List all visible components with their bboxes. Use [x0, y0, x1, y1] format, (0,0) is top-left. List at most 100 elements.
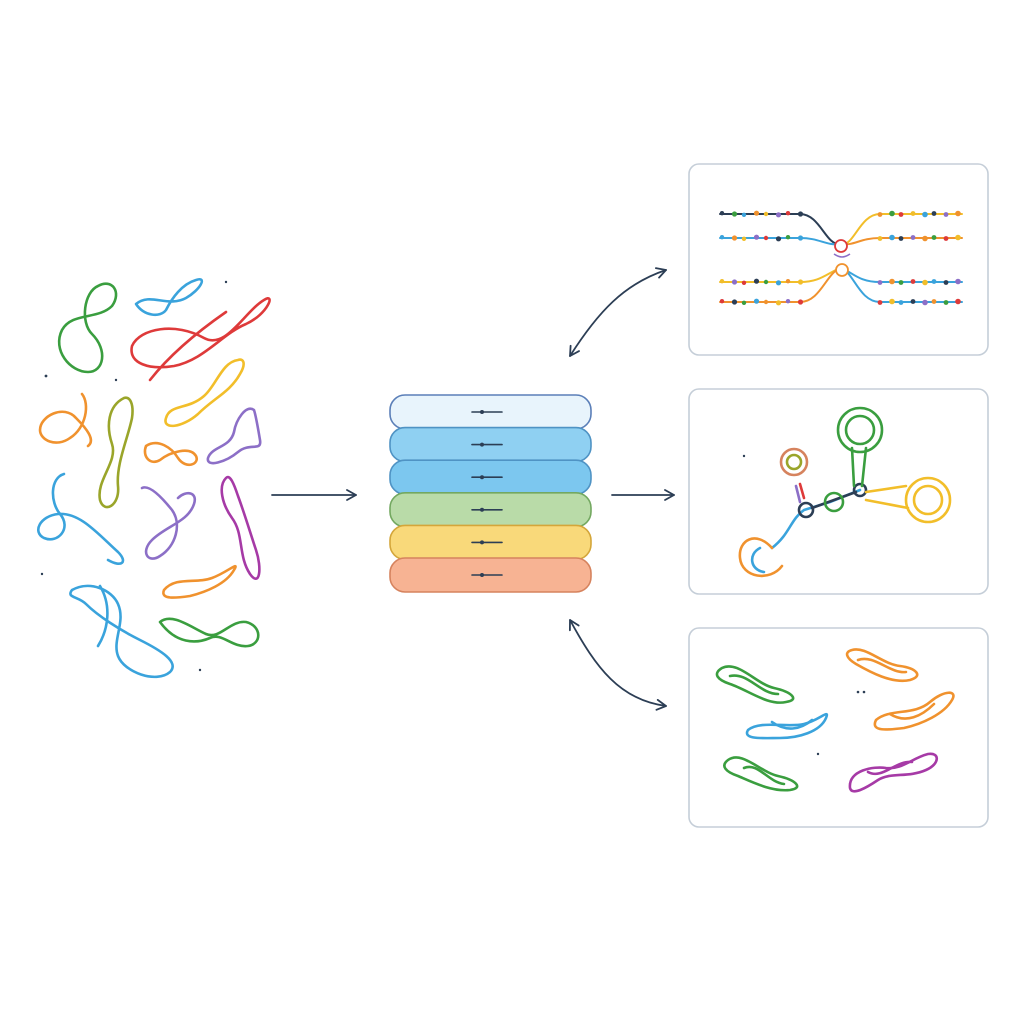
strand [130, 297, 271, 382]
strand [728, 674, 780, 696]
strand [134, 278, 204, 317]
sequence-residue [731, 299, 738, 305]
strand [98, 396, 134, 509]
stem [850, 446, 868, 488]
structure-loops-icon [738, 406, 952, 578]
strand [158, 617, 260, 648]
sequence-residue [785, 299, 791, 304]
strand [848, 752, 939, 793]
layer-node [480, 507, 484, 512]
hairpin-loop [844, 414, 876, 446]
sequence-residue [753, 278, 760, 284]
sequence-residue [931, 211, 937, 216]
sequence-residue [797, 279, 804, 285]
model-stack-icon [389, 394, 592, 593]
strand [715, 665, 795, 704]
output-arrow-bottom [568, 619, 667, 711]
output-arrow-top [569, 267, 667, 357]
strand [206, 407, 262, 465]
sequence-residue [898, 212, 904, 217]
folded-clusters-icon [715, 648, 955, 793]
sequence-residue [731, 235, 738, 241]
strand [745, 712, 829, 740]
strand [140, 486, 197, 560]
sequence-residue [719, 211, 725, 216]
sequence-residue [763, 299, 769, 305]
layer-node [480, 442, 484, 447]
sequence-residue [922, 211, 928, 218]
panel-frame [688, 388, 989, 595]
sequence-residue [741, 212, 747, 217]
stem [864, 484, 910, 510]
sequence-residue [910, 279, 916, 284]
strand [220, 475, 261, 580]
sequence-residue [922, 279, 928, 286]
strand [873, 691, 955, 731]
sequence-residue [763, 279, 769, 285]
sequence-residue [763, 211, 769, 217]
layer-node [480, 410, 484, 414]
sequence-residue [797, 235, 804, 241]
strand [866, 760, 914, 776]
sequence-residue [741, 280, 747, 285]
sequence-residue [877, 280, 883, 285]
sequence-residue [931, 299, 937, 304]
sequence-residue [889, 278, 895, 285]
strand [143, 441, 198, 467]
speck [198, 668, 202, 672]
sequence-residue [719, 279, 725, 284]
loop [750, 546, 766, 574]
sequence-residue [877, 212, 883, 217]
speck [816, 752, 820, 756]
speck [114, 378, 118, 382]
hairpin-loop [785, 453, 803, 471]
sequence-residue [889, 210, 895, 217]
panel-sequence-alignment [688, 163, 989, 356]
sequence-residue [775, 300, 782, 306]
sequence-residue [910, 235, 916, 240]
layer-node [480, 573, 484, 577]
loop [797, 501, 815, 519]
strand [162, 564, 237, 599]
junction-link [833, 253, 851, 258]
sequence-residue [753, 298, 760, 304]
sequence-residue [910, 211, 916, 216]
sequence-residue [943, 236, 949, 241]
sequence-residue [785, 279, 791, 284]
sequence-residue [898, 280, 904, 285]
speck [40, 572, 44, 576]
strand [810, 490, 858, 510]
loop [823, 491, 845, 513]
stem [794, 484, 802, 504]
junction-node [835, 263, 849, 277]
sequence-residue [719, 235, 725, 240]
strand [770, 488, 862, 550]
loop [852, 482, 868, 498]
sequence-residue [763, 235, 769, 241]
sequence-residue [877, 236, 883, 241]
aligned-tracks-icon [719, 210, 963, 306]
panel-frame [688, 163, 989, 356]
sequence-residue [719, 299, 725, 304]
sequence-residue [741, 236, 747, 241]
sequence-residue [741, 300, 747, 305]
panel-folded-clusters [688, 627, 989, 828]
strand [723, 756, 799, 792]
sequence-residue [922, 299, 928, 306]
sequence-residue [731, 279, 738, 285]
strand [856, 657, 908, 674]
speck [856, 690, 860, 694]
speck [224, 280, 228, 284]
junction-node [834, 239, 848, 253]
sequence-residue [955, 210, 961, 217]
stem [798, 482, 806, 500]
sequence-residue [955, 278, 961, 285]
sequence-residue [753, 210, 760, 216]
sequence-residue [775, 212, 782, 218]
panel-frame [688, 627, 989, 828]
sequence-residue [775, 280, 782, 286]
sequence-residue [955, 298, 961, 305]
strand [770, 718, 814, 730]
